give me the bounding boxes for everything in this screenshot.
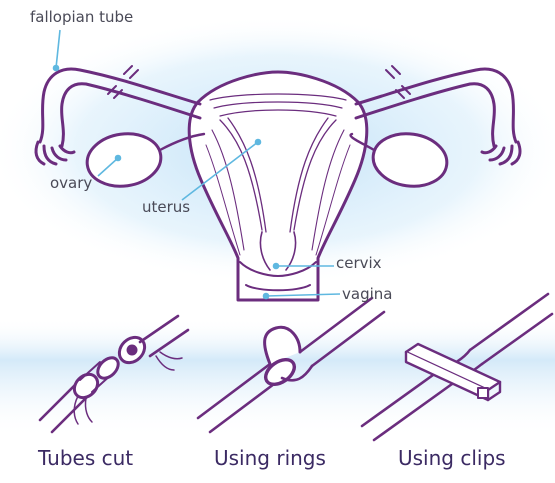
caption-using-clips: Using clips <box>398 448 506 468</box>
label-fallopian-tube: fallopian tube <box>30 10 133 25</box>
caption-using-rings: Using rings <box>214 448 326 468</box>
label-uterus: uterus <box>142 200 190 215</box>
caption-tubes-cut: Tubes cut <box>38 448 133 468</box>
label-ovary: ovary <box>50 176 92 191</box>
label-cervix: cervix <box>336 256 382 271</box>
label-vagina: vagina <box>342 287 392 302</box>
